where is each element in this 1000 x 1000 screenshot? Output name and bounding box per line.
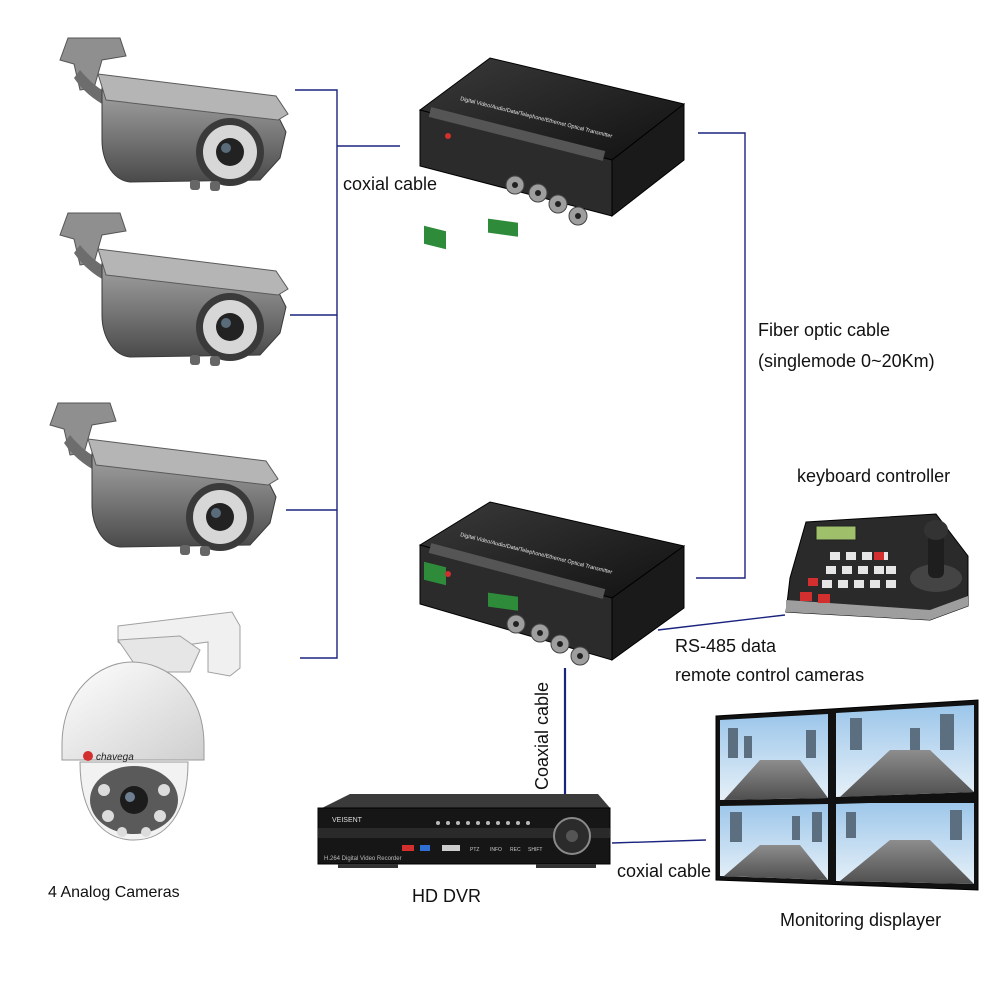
coax-cable-label-bottom: coxial cable xyxy=(617,861,712,881)
dvr-btn-ptz: PTZ xyxy=(470,847,479,853)
bullet-camera-3 xyxy=(49,402,279,557)
coax-bus-line xyxy=(295,89,338,659)
dvr-btn-shift: SHIFT xyxy=(528,847,542,853)
fiber-cable-spec-label: (singlemode 0~20Km) xyxy=(758,351,935,371)
dvr-btn-info: INFO xyxy=(490,847,502,853)
fiber-link xyxy=(696,132,746,579)
rs485-link xyxy=(657,614,786,631)
connection-lines xyxy=(286,89,786,844)
dvr-btn-rec: REC xyxy=(510,847,521,853)
monitoring-display-device xyxy=(715,699,979,891)
coax-dvr-to-monitor xyxy=(611,839,707,844)
rs485-label: RS-485 data xyxy=(675,636,777,656)
keyboard-controller-label: keyboard controller xyxy=(797,466,951,486)
dvr-strip-text: H.264 Digital Video Recorder xyxy=(324,856,402,862)
dome-brand-text: chavega xyxy=(96,752,134,763)
coax-cable-label-top: coxial cable xyxy=(343,174,438,194)
coax-cable-vertical-label: Coaxial cable xyxy=(532,681,552,790)
hd-dvr-device: VEISENT H.264 Digital Video Recorder PTZ… xyxy=(317,794,611,868)
ptz-dome-camera: chavega xyxy=(61,611,241,841)
keyboard-controller-device xyxy=(785,513,969,621)
remote-control-label: remote control cameras xyxy=(675,665,865,685)
optical-transmitter: Digital Video/Audio/Data/Telephone/Ether… xyxy=(418,57,686,250)
hd-dvr-label: HD DVR xyxy=(412,886,482,906)
fiber-cable-label: Fiber optic cable xyxy=(758,320,891,340)
bullet-camera-1 xyxy=(59,37,289,192)
analog-cameras-label: 4 Analog Cameras xyxy=(48,884,180,901)
monitoring-display-label: Monitoring displayer xyxy=(780,910,942,930)
dvr-brand-text: VEISENT xyxy=(332,817,363,824)
optical-receiver: Digital Video/Audio/Data/Telephone/Ether… xyxy=(418,501,686,666)
bullet-camera-2 xyxy=(59,212,289,367)
